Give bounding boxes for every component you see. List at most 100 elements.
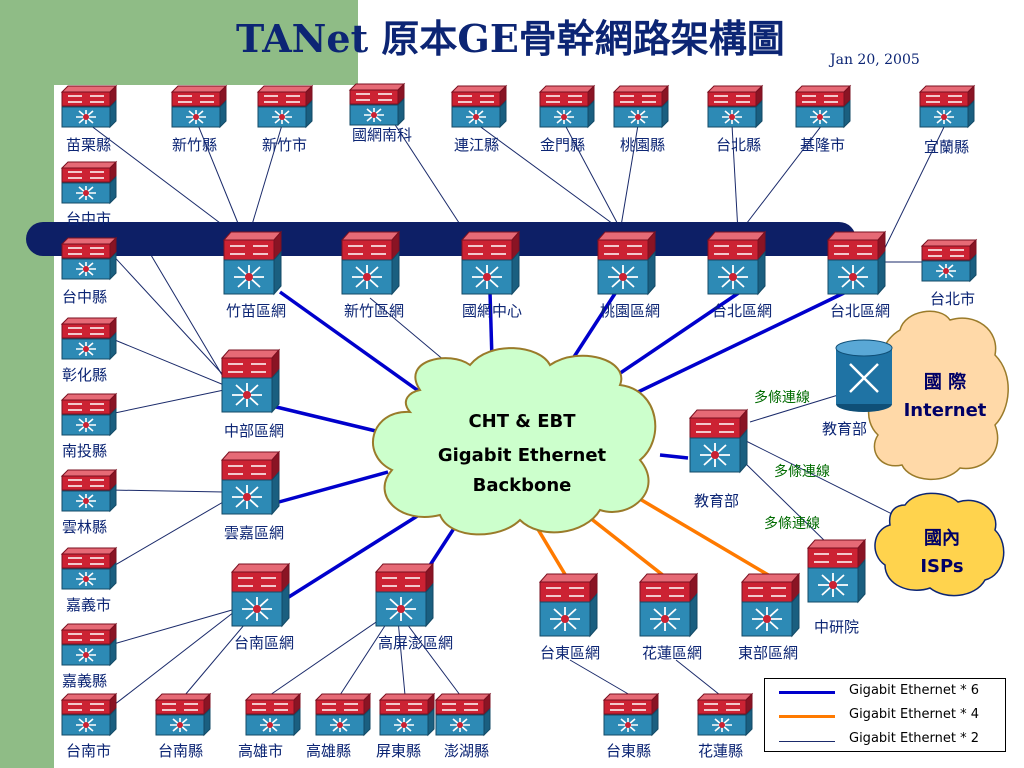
legend-swatch — [779, 691, 835, 694]
label-nnsp: 國網南科 — [352, 126, 412, 144]
switch-taichung-city — [61, 161, 117, 204]
label-pingtung: 屏東縣 — [376, 742, 421, 760]
moe-internet-router — [835, 339, 893, 412]
label-hsinchu-county: 新竹縣 — [172, 136, 217, 154]
switch-yunlin — [61, 469, 117, 512]
switch-nchc — [461, 231, 520, 295]
switch-nantou — [61, 393, 117, 436]
switch-miaoli-county — [61, 85, 117, 128]
switch-hualien-rn — [639, 573, 698, 637]
label-moe: 教育部 — [694, 492, 739, 510]
switch-tainan-county — [155, 693, 211, 736]
legend-item: Gigabit Ethernet * 4 — [765, 705, 1005, 729]
label-taipei-rn1: 台北區網 — [712, 302, 772, 320]
switch-tainan-city — [61, 693, 117, 736]
label-hualien-rn: 花蓮區網 — [642, 644, 702, 662]
label-taitung-rn: 台東區網 — [540, 644, 600, 662]
switch-central-rn — [221, 349, 280, 413]
label-hsinchu-rn: 新竹區網 — [344, 302, 404, 320]
legend-swatch — [779, 715, 835, 718]
label-tainan-rn: 台南區網 — [234, 634, 294, 652]
label-taichung-city: 台中市 — [66, 210, 111, 228]
links-ge2 — [89, 119, 946, 709]
switch-taoyuan-rn — [597, 231, 656, 295]
label-nantou: 南投縣 — [62, 442, 107, 460]
label-hsinchu-city: 新竹市 — [262, 136, 307, 154]
switch-kaohsiung-county — [315, 693, 371, 736]
label-taipei-city: 台北市 — [930, 290, 975, 308]
isps-cloud — [874, 492, 1005, 597]
switch-zhumiao-rn — [223, 231, 282, 295]
multi-link-label-sinica: 多條連線 — [764, 515, 820, 532]
label-taitung-county: 台東縣 — [606, 742, 651, 760]
label-yilan: 宜蘭縣 — [924, 138, 969, 156]
switch-taipei-county — [707, 85, 763, 128]
switch-lienchiang — [451, 85, 507, 128]
switch-kaohsiung-city — [245, 693, 301, 736]
label-chiayi-city: 嘉義市 — [66, 596, 111, 614]
legend-label: Gigabit Ethernet * 4 — [849, 707, 980, 722]
core-backbone-cloud — [372, 347, 657, 536]
switch-penghu — [435, 693, 491, 736]
switch-hsinchu-city — [257, 85, 313, 128]
label-sinica: 中研院 — [814, 618, 859, 636]
switch-hsinchu-county — [171, 85, 227, 128]
label-kinmen: 金門縣 — [540, 136, 585, 154]
label-yunlin: 雲林縣 — [62, 518, 107, 536]
isps-line1: 國內 — [924, 528, 960, 549]
switch-taipei-rn2 — [827, 231, 886, 295]
switch-taipei-city — [921, 239, 977, 282]
label-zhumiao-rn: 竹苗區網 — [226, 302, 286, 320]
label-taipei-rn2: 台北區網 — [830, 302, 890, 320]
core-line3: Backbone — [473, 475, 572, 496]
label-central-rn: 中部區網 — [224, 422, 284, 440]
label-keelung: 基隆市 — [800, 136, 845, 154]
switch-moe — [689, 409, 748, 473]
internet-line2: Internet — [904, 400, 987, 421]
label-east-rn: 東部區網 — [738, 644, 798, 662]
label-chiayi-county: 嘉義縣 — [62, 672, 107, 690]
switch-hualien-county — [697, 693, 753, 736]
label-taoyuan-rn: 桃園區網 — [600, 302, 660, 320]
page-date: Jan 20, 2005 — [830, 52, 920, 68]
switch-kpp-rn — [375, 563, 434, 627]
legend-swatch — [779, 741, 835, 742]
label-taichung-county: 台中縣 — [62, 288, 107, 306]
label-nchc: 國網中心 — [462, 302, 522, 320]
isps-line2: ISPs — [920, 556, 963, 577]
side-decor-band — [0, 0, 54, 768]
label-taoyuan-county: 桃園縣 — [620, 136, 665, 154]
internet-line1: 國 際 — [924, 371, 967, 393]
legend-label: Gigabit Ethernet * 6 — [849, 683, 980, 698]
switch-kinmen — [539, 85, 595, 128]
label-yunchia-rn: 雲嘉區網 — [224, 524, 284, 542]
legend-item: Gigabit Ethernet * 2 — [765, 729, 1005, 753]
multi-link-label-internet: 多條連線 — [754, 389, 810, 406]
core-line1: CHT & EBT — [468, 411, 576, 432]
label-kaohsiung-city: 高雄市 — [238, 742, 283, 760]
switch-chiayi-city — [61, 547, 117, 590]
label-penghu: 澎湖縣 — [444, 742, 489, 760]
label-lienchiang: 連江縣 — [454, 136, 499, 154]
legend-label: Gigabit Ethernet * 2 — [849, 731, 980, 746]
multi-link-label-isp: 多條連線 — [774, 463, 830, 480]
label-moe-internet: 教育部 — [822, 420, 867, 438]
legend-item: Gigabit Ethernet * 6 — [765, 681, 1005, 705]
switch-changhua — [61, 317, 117, 360]
label-changhua: 彰化縣 — [62, 366, 107, 384]
top-decor-band — [54, 0, 358, 85]
switch-sinica — [807, 539, 866, 603]
switch-yunchia-rn — [221, 451, 280, 515]
label-miaoli-county: 苗栗縣 — [66, 136, 111, 154]
switch-yilan — [919, 85, 975, 128]
switch-keelung — [795, 85, 851, 128]
label-taipei-county: 台北縣 — [716, 136, 761, 154]
page-title: TANet 原本GE骨幹網路架構圖 — [236, 16, 785, 61]
switch-taitung-rn — [539, 573, 598, 637]
switch-taoyuan-county — [613, 85, 669, 128]
switch-tainan-rn — [231, 563, 290, 627]
label-tainan-city: 台南市 — [66, 742, 111, 760]
switch-east-rn — [741, 573, 800, 637]
switch-taipei-rn1 — [707, 231, 766, 295]
